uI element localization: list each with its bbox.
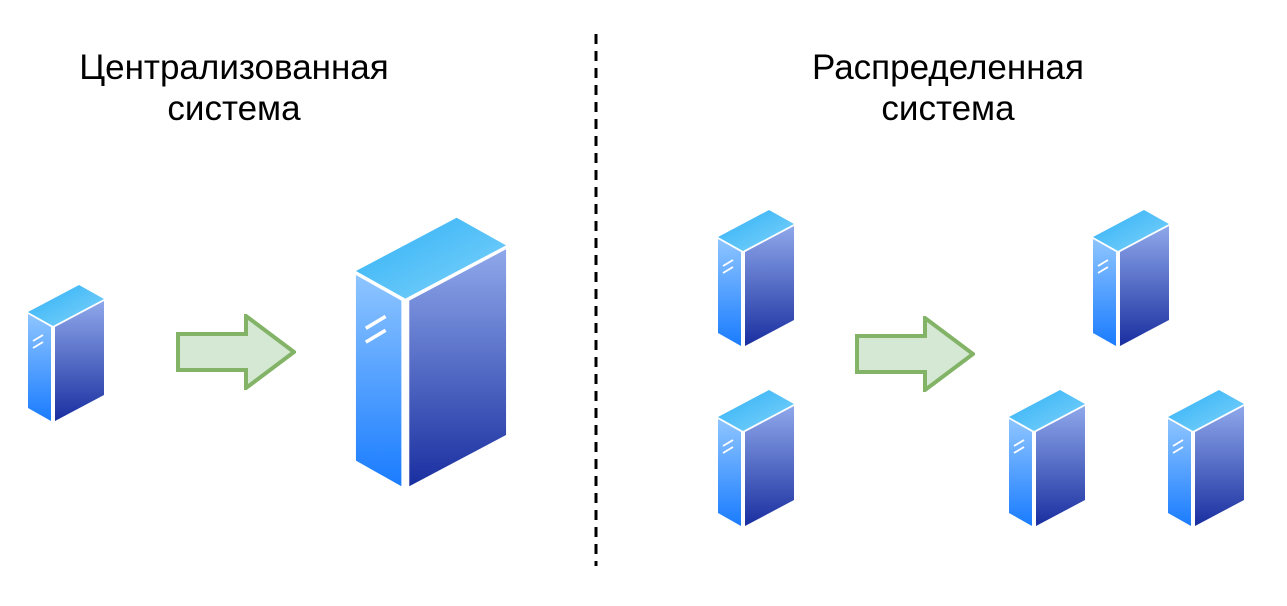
server-icon <box>27 284 105 422</box>
left-title-line-1: Централизованная <box>79 48 389 87</box>
right-title-line-2: система <box>881 89 1015 128</box>
left-title-line-2: система <box>167 89 301 128</box>
right-title-line-1: Распределенная <box>812 48 1084 87</box>
server-icon <box>717 209 795 347</box>
server-icon <box>1092 209 1170 347</box>
arrow-right-icon <box>855 316 975 392</box>
server-icon <box>354 215 508 489</box>
server-icon <box>1167 389 1245 527</box>
arrow-right-icon <box>176 314 296 390</box>
left-panel-title: Централизованная система <box>24 47 444 129</box>
server-icon <box>717 389 795 527</box>
right-panel-title: Распределенная система <box>738 47 1158 129</box>
server-icon <box>1008 389 1086 527</box>
